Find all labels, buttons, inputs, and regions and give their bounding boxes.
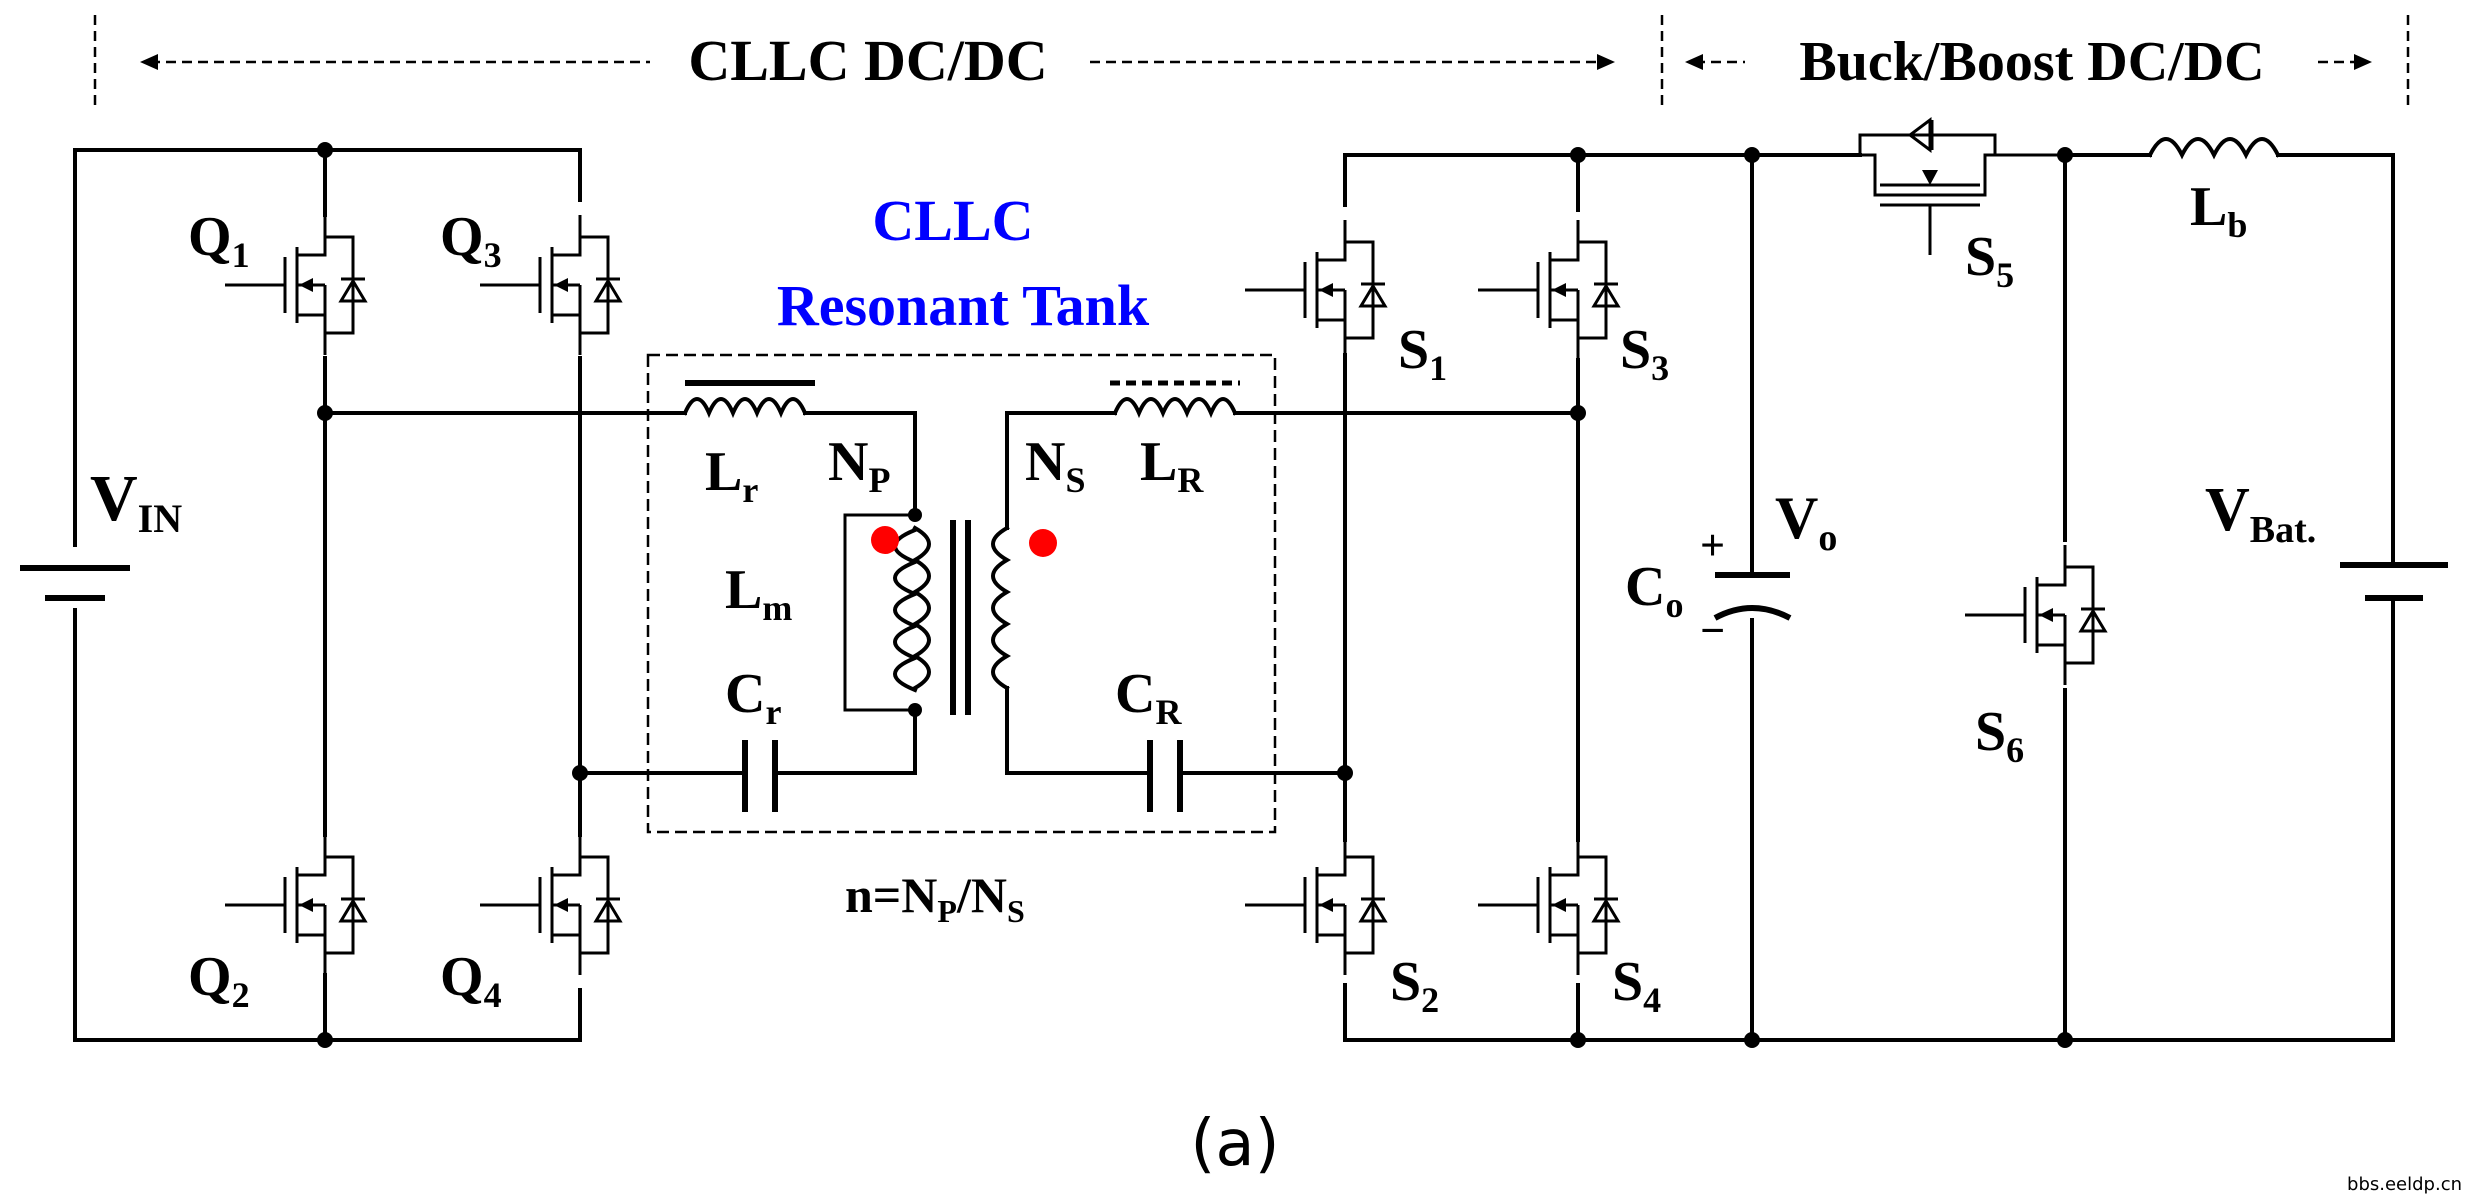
node xyxy=(1744,1032,1760,1048)
cr-capacitor xyxy=(578,708,917,812)
section-header-buckboost: Buck/Boost DC/DC xyxy=(1685,15,2410,110)
s4-label: S4 xyxy=(1612,951,1661,1020)
vbat-label: VBat. xyxy=(2205,476,2316,551)
dc-link-wiring xyxy=(1576,153,2395,1042)
primary-winding xyxy=(910,525,931,691)
lm-label: Lm xyxy=(725,559,792,628)
node xyxy=(1337,765,1353,781)
s1-mosfet xyxy=(1243,218,1387,362)
node xyxy=(2057,1032,2073,1048)
lb-inductor xyxy=(2063,137,2395,160)
s2-label: S2 xyxy=(1390,951,1439,1020)
q4-mosfet xyxy=(478,833,622,977)
q1-label: Q1 xyxy=(188,206,250,275)
turns-ratio-label: n=NP/NS xyxy=(845,867,1025,929)
co-minus-sign: − xyxy=(1700,606,1725,655)
lb-label: Lb xyxy=(2190,176,2247,245)
s5-label: S5 xyxy=(1965,226,2014,295)
cr-label: Cr xyxy=(725,663,781,732)
polarity-dot-secondary xyxy=(1029,529,1057,557)
node xyxy=(1570,405,1586,421)
ns-label: NS xyxy=(1025,431,1085,500)
s1-label: S1 xyxy=(1398,319,1447,388)
q2-label: Q2 xyxy=(188,946,250,1015)
figure-caption: (a) xyxy=(1190,1107,1279,1181)
polarity-dot-primary xyxy=(871,526,899,554)
node xyxy=(1744,147,1760,163)
q4-label: Q4 xyxy=(440,946,502,1015)
s3-label: S3 xyxy=(1620,319,1669,388)
co-plus-sign: + xyxy=(1700,521,1725,570)
cllc-section-title: CLLC DC/DC xyxy=(688,28,1047,93)
q2-mosfet xyxy=(223,833,367,977)
s2-mosfet xyxy=(1243,833,1387,977)
lr-label: Lr xyxy=(705,441,758,510)
tank-title-line1: CLLC xyxy=(872,188,1033,253)
buckboost-section-title: Buck/Boost DC/DC xyxy=(1799,31,2264,93)
s6-mosfet xyxy=(1963,543,2107,687)
vbat-battery-symbol xyxy=(2340,153,2448,1042)
s3-mosfet xyxy=(1476,218,1620,362)
s4-mosfet xyxy=(1476,833,1620,977)
node xyxy=(317,142,333,158)
co-capacitor xyxy=(1713,572,1792,621)
secondary-tank-wiring xyxy=(1005,411,1347,812)
vo-label: Vo xyxy=(1775,485,1837,559)
section-header-cllc: CLLC DC/DC xyxy=(93,15,1664,110)
q3-label: Q3 xyxy=(440,206,502,275)
secondary-winding xyxy=(991,525,1012,691)
lr-secondary-inductor xyxy=(1110,380,1580,419)
cr-secondary-label: CR xyxy=(1115,663,1182,732)
lr-inductor xyxy=(682,380,917,517)
tank-title-line2: Resonant Tank xyxy=(777,273,1150,338)
node xyxy=(317,405,333,421)
vin-label: VIN xyxy=(90,462,182,541)
s5-mosfet xyxy=(1858,117,2065,255)
node xyxy=(317,1032,333,1048)
np-label: NP xyxy=(828,431,890,500)
resonant-tank-box xyxy=(646,353,1277,834)
primary-bridge-wiring xyxy=(73,148,722,1042)
co-label: Co xyxy=(1625,556,1683,625)
s6-label: S6 xyxy=(1975,701,2024,770)
lm-inductor xyxy=(843,513,921,712)
node xyxy=(908,508,922,522)
secondary-bridge-wiring xyxy=(1343,153,1580,1042)
lr-secondary-label: LR xyxy=(1140,431,1204,500)
watermark: bbs.eeldp.cn xyxy=(2347,1174,2462,1195)
vin-battery-symbol xyxy=(20,565,130,601)
